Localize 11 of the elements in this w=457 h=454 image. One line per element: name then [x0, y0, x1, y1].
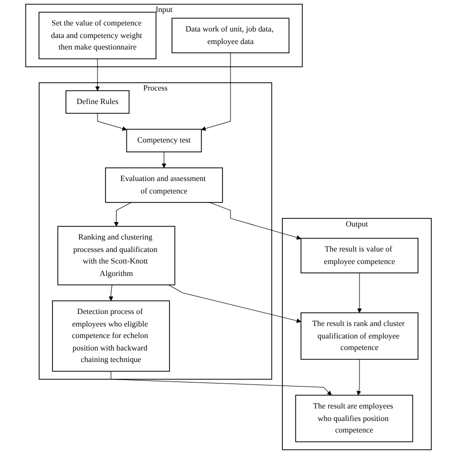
arrow	[209, 202, 302, 240]
arrow	[168, 284, 302, 323]
arrow	[97, 113, 127, 131]
arrow	[114, 202, 132, 227]
arrow	[356, 359, 362, 396]
arrow	[108, 284, 114, 302]
arrow	[110, 371, 332, 396]
arrow	[357, 272, 362, 313]
arrow	[201, 52, 231, 131]
arrow	[95, 58, 100, 91]
arrow	[162, 152, 166, 168]
